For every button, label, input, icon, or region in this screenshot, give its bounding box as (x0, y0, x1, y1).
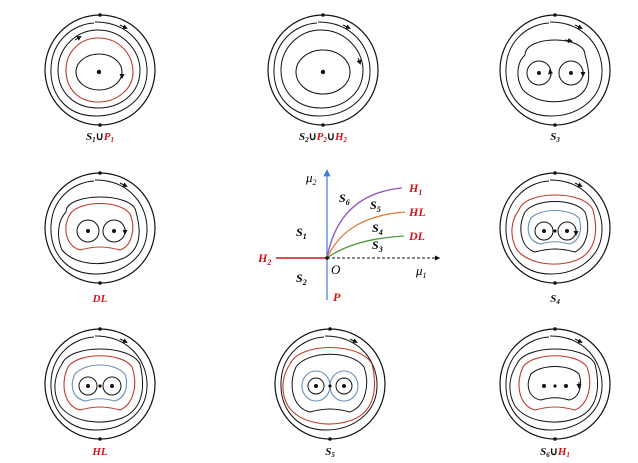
caption-part: P (317, 131, 324, 143)
mu2-label: μ2 (305, 170, 317, 187)
caption-part: 6 (546, 451, 550, 459)
caption-s6-h1: S6∪H1 (540, 446, 570, 459)
caption-part: 3 (555, 136, 560, 144)
caption-part: S (550, 293, 556, 305)
caption-part: S (325, 446, 331, 458)
origin-label: O (331, 262, 341, 277)
caption-part: P (104, 131, 111, 143)
caption-part: ∪ (550, 446, 558, 458)
caption-s3: S3 (550, 131, 560, 144)
region-s1: S1 (296, 225, 307, 241)
caption-part: ∪ (309, 131, 317, 143)
caption-s5: S5 (325, 446, 335, 459)
caption-part: 2 (343, 136, 348, 144)
hl-label: HL (408, 205, 426, 219)
bifurcation-diagram: μ2 μ1 O H1 HL DL H2 P S6 S5 S4 S3 S1 S2 (257, 169, 441, 304)
caption-s2-p2-h2: S2∪P2∪H2 (299, 131, 348, 144)
caption-part: 2 (304, 136, 309, 144)
caption-hl: HL (91, 446, 108, 458)
caption-s1-p1: S1∪P1 (86, 131, 114, 144)
caption-part: ∪ (327, 131, 335, 143)
caption-part: 1 (92, 136, 96, 144)
caption-part: H (557, 446, 567, 458)
caption-part: HL (91, 446, 108, 458)
portrait-s4 (499, 171, 611, 285)
h2-label: H2 (257, 251, 271, 267)
region-s2: S2 (296, 271, 307, 287)
portrait-s6-h1 (499, 327, 611, 441)
caption-part: 4 (555, 298, 560, 306)
caption-part: DL (92, 293, 108, 305)
portrait-dl (44, 171, 156, 285)
dl-label: DL (408, 229, 425, 243)
portrait-s2-p2-h2 (267, 13, 379, 127)
caption-part: ∪ (96, 131, 104, 143)
caption-dl: DL (92, 293, 108, 305)
caption-part: S (540, 446, 546, 458)
caption-part: 2 (322, 136, 327, 144)
h1-label: H1 (408, 181, 422, 197)
caption-part: 1 (110, 136, 114, 144)
caption-part: S (86, 131, 92, 143)
mu1-label: μ1 (415, 263, 427, 280)
caption-part: S (550, 131, 556, 143)
dl-curve (326, 235, 405, 259)
h1-curve (326, 187, 403, 259)
caption-s4: S4 (550, 293, 560, 306)
region-s3: S3 (372, 238, 383, 254)
caption-part: 1 (566, 451, 570, 459)
caption-part: S (299, 131, 305, 143)
hl-curve (326, 211, 406, 259)
portrait-s1-p1 (44, 13, 156, 127)
portrait-s5 (274, 327, 386, 441)
caption-part: 5 (331, 451, 335, 459)
portrait-hl (44, 327, 156, 441)
region-s6: S6 (339, 191, 350, 207)
region-s5: S5 (370, 198, 381, 214)
caption-part: H (334, 131, 344, 143)
portrait-s3 (499, 13, 611, 127)
p-label: P (333, 290, 341, 304)
region-s4: S4 (372, 221, 383, 237)
